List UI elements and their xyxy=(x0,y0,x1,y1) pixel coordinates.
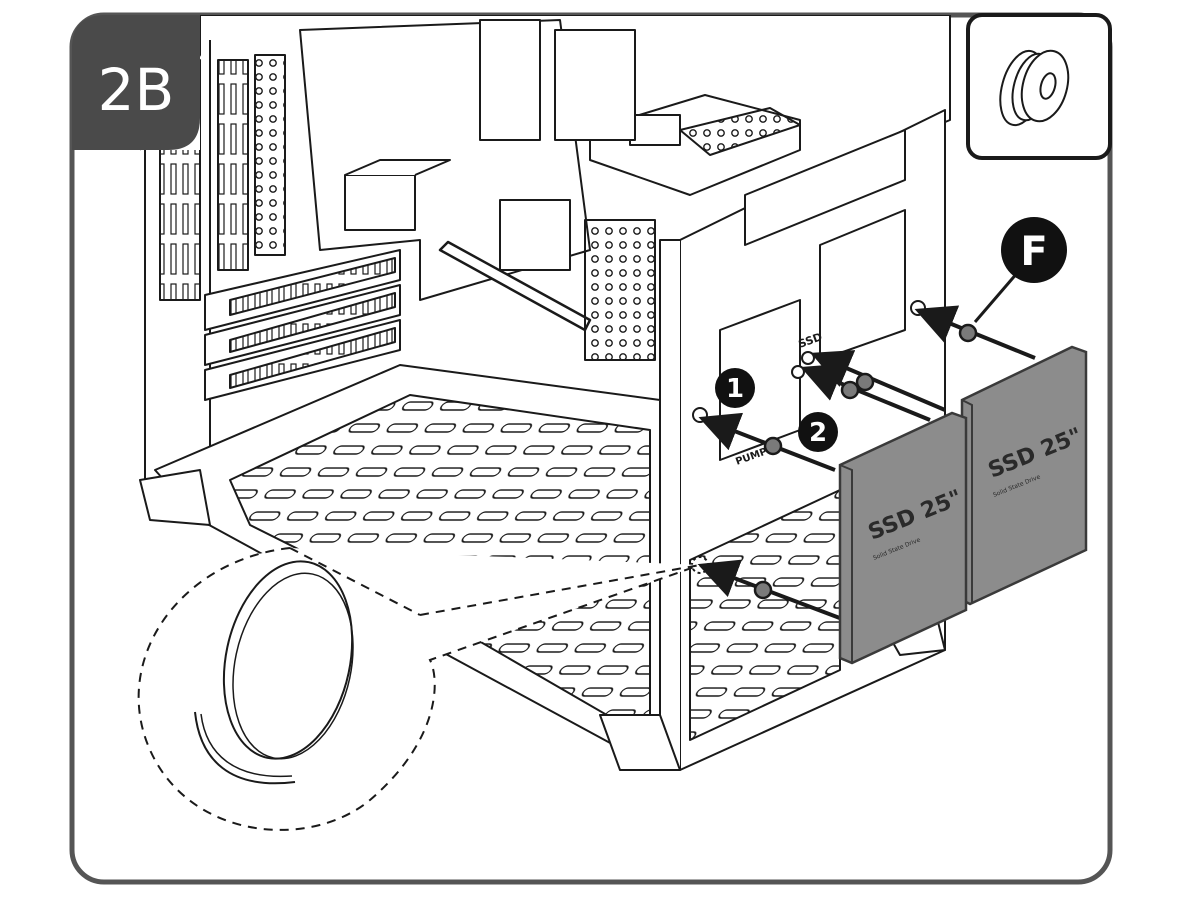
step-number: 2B xyxy=(98,56,175,124)
pci-slot-brackets xyxy=(204,249,401,401)
grommet-icon xyxy=(840,380,860,400)
grommet-icon xyxy=(763,436,783,456)
callout-2: 2 xyxy=(798,412,838,452)
ssd-drive-back: SSD 25" Solid State Drive xyxy=(960,345,1088,606)
rubber-grommet-icon xyxy=(999,49,1070,127)
svg-text:1: 1 xyxy=(726,374,744,404)
grommet-detail-zoom xyxy=(137,547,701,831)
callout-f: F xyxy=(973,217,1067,323)
grommet-icon xyxy=(958,323,978,343)
ssd-drive-front: SSD 25" Solid State Drive xyxy=(838,411,968,665)
svg-text:2: 2 xyxy=(809,418,827,448)
grommet-icon xyxy=(855,372,875,392)
callout-f-letter: F xyxy=(1020,229,1047,275)
callout-1: 1 xyxy=(715,368,755,408)
grommet-icon xyxy=(753,580,773,600)
step-badge: 2B xyxy=(72,15,200,150)
grommets xyxy=(753,323,978,600)
inset-part-box xyxy=(966,13,1112,160)
psu-bracket xyxy=(479,19,801,196)
